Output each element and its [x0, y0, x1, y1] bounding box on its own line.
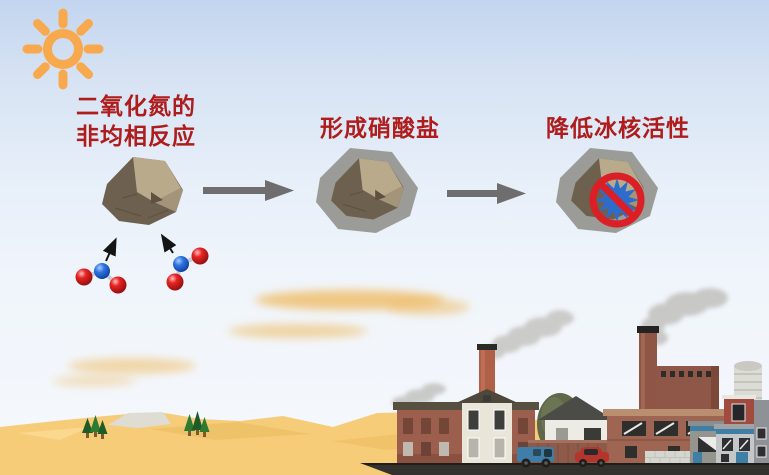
- oxygen-atom: [109, 276, 127, 294]
- oxygen-atom: [75, 268, 93, 286]
- dust-cloud-group: [52, 290, 470, 386]
- sand-plateau: [108, 412, 171, 428]
- oxygen-atom: [166, 273, 184, 291]
- reaction-arrow-2: [160, 233, 177, 254]
- brick-tower-right: [722, 395, 756, 425]
- dust-particle-1: [102, 157, 183, 225]
- nitrogen-atom: [173, 256, 189, 272]
- dust-wisp: [228, 324, 368, 338]
- tree-cluster-1: [82, 415, 108, 439]
- process-arrow-1: [203, 180, 294, 201]
- sun-icon: [22, 8, 104, 90]
- smokestack-1: [477, 344, 497, 402]
- no2-molecule-1: [75, 263, 127, 294]
- factory-gable-section: [456, 389, 518, 464]
- deactivated-particle: [556, 148, 658, 233]
- smoke-plume-1: [483, 310, 574, 359]
- prohibition-icon: [589, 172, 645, 228]
- bluegray-building: [714, 424, 756, 464]
- road-edge: [360, 463, 769, 465]
- delivery-van: [517, 447, 554, 468]
- road: [360, 463, 769, 475]
- tree-cluster-2: [184, 411, 210, 437]
- sand-over-road: [352, 460, 392, 475]
- nitrogen-atom: [94, 263, 110, 279]
- no2-molecule-2: [166, 247, 209, 291]
- step1-label-line1: 二氧化氮的: [76, 94, 196, 119]
- process-arrow-2: [447, 183, 526, 204]
- oxygen-atom: [191, 247, 209, 265]
- step2-label: 形成硝酸盐: [320, 116, 440, 141]
- step1-label: 二氧化氮的 非均相反应: [36, 92, 236, 152]
- dust-wisp: [68, 358, 196, 374]
- factory-scene: [352, 288, 769, 475]
- factory-tower: [655, 366, 719, 414]
- red-car: [575, 447, 609, 467]
- step3-label: 降低冰核活性: [546, 116, 690, 141]
- smokestack-2: [637, 326, 659, 418]
- sand-light: [18, 427, 90, 440]
- dust-wisp: [52, 376, 136, 386]
- dust-wisp: [386, 299, 470, 315]
- step1-label-line2: 非均相反应: [76, 124, 196, 149]
- nitrate-coated-particle: [316, 148, 418, 233]
- reaction-arrow-1: [102, 237, 117, 262]
- edge-building: [754, 400, 769, 464]
